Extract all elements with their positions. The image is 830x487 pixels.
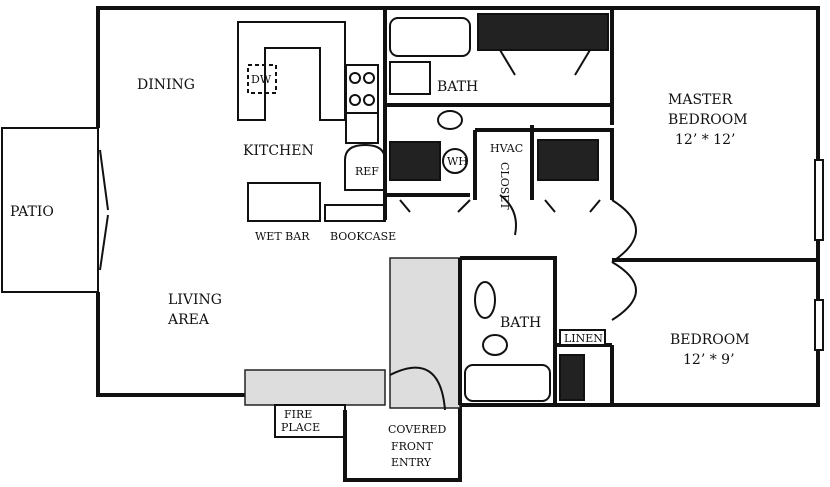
master-bedroom-label: MASTER bbox=[668, 92, 733, 108]
dishwasher bbox=[247, 64, 277, 94]
right-window-1 bbox=[814, 159, 824, 241]
burner-icon bbox=[363, 94, 375, 106]
linen-label: LINEN bbox=[564, 332, 603, 345]
stove bbox=[345, 64, 379, 114]
front-door-swing bbox=[389, 366, 446, 411]
water-heater-label: WH bbox=[447, 155, 468, 168]
patio-door bbox=[97, 128, 109, 292]
toilet-bottom bbox=[482, 334, 508, 356]
entry-label-2: FRONT bbox=[391, 440, 434, 453]
master-bedroom-size: 12’ * 12’ bbox=[675, 132, 735, 148]
hvac-label: HVAC bbox=[490, 142, 523, 155]
entry-label: COVERED bbox=[388, 423, 447, 436]
closet-shelf bbox=[477, 13, 609, 51]
closet-label: CLOSET bbox=[498, 162, 511, 210]
counter-right bbox=[345, 112, 379, 144]
fireplace-label: FIRE bbox=[284, 408, 312, 421]
wet-bar bbox=[247, 182, 321, 222]
bedroom-size: 12’ * 9’ bbox=[683, 352, 735, 368]
patio-label: PATIO bbox=[10, 204, 54, 220]
master-bedroom-label-2: BEDROOM bbox=[668, 112, 748, 128]
burner-icon bbox=[349, 94, 361, 106]
entry-stone bbox=[389, 257, 461, 409]
bath-top-label: BATH bbox=[437, 79, 478, 95]
kitchen-label: KITCHEN bbox=[243, 143, 314, 159]
closet-shelf bbox=[537, 139, 599, 181]
right-window-2 bbox=[814, 299, 824, 351]
kitchen-counter bbox=[237, 21, 346, 121]
wet-bar-label: WET BAR bbox=[255, 230, 310, 243]
water-heater bbox=[442, 148, 468, 174]
burner-icon bbox=[363, 72, 375, 84]
bathtub bbox=[389, 17, 471, 57]
dishwasher-label: DW bbox=[251, 73, 272, 86]
water-heater-closet bbox=[389, 141, 441, 181]
sink bbox=[389, 61, 431, 95]
sink-bottom bbox=[474, 281, 496, 319]
exterior-walls bbox=[96, 6, 820, 482]
closet-shelf bbox=[559, 354, 585, 401]
bedroom-label: BEDROOM bbox=[670, 332, 750, 348]
fireplace-box bbox=[274, 404, 346, 438]
toilet bbox=[437, 110, 463, 130]
refrigerator-label: REF bbox=[355, 165, 379, 178]
dining-label: DINING bbox=[137, 77, 195, 93]
burner-icon bbox=[349, 72, 361, 84]
linen-closet bbox=[559, 329, 606, 346]
bookcase bbox=[324, 204, 386, 222]
living-area-label: LIVING bbox=[168, 292, 222, 308]
bathtub-bottom bbox=[464, 364, 551, 402]
entry-label-3: ENTRY bbox=[391, 456, 432, 469]
living-area-label-2: AREA bbox=[167, 312, 210, 328]
door-swings bbox=[399, 49, 637, 321]
bath-bottom-label: BATH bbox=[500, 315, 541, 331]
bookcase-label: BOOKCASE bbox=[330, 230, 396, 243]
fireplace-label-2: PLACE bbox=[281, 421, 320, 434]
fireplace-hearth bbox=[244, 369, 386, 406]
